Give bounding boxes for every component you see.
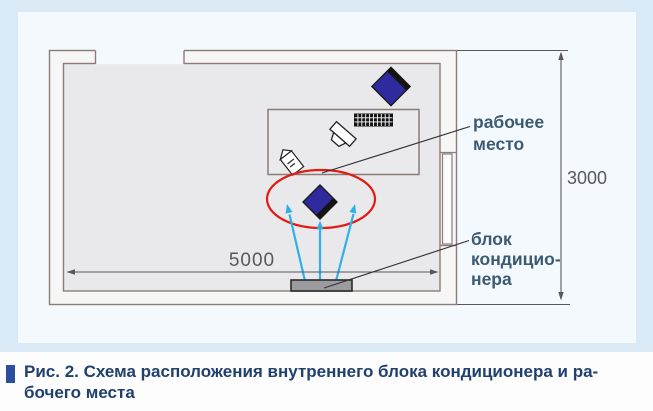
dimension-3000 [456, 49, 570, 306]
airflow-arrow-left [288, 214, 307, 282]
airflow-arrowhead-left-icon [285, 204, 293, 214]
figure-caption: Рис. 2. Схема расположения внутреннего б… [6, 362, 646, 403]
phone-icon [279, 149, 305, 177]
callout-line-ac-unit [323, 239, 470, 289]
caption-text: Рис. 2. Схема расположения внутреннего б… [24, 362, 598, 403]
workplace-label: рабочее место [473, 112, 544, 154]
ac-unit-label-line2: кондицио- [471, 249, 561, 269]
ac-unit-label: блок кондицио- нера [471, 229, 561, 289]
caption-line2: бочего места [24, 382, 135, 402]
workplace-label-line1: рабочее [473, 112, 544, 132]
caption-bullet-icon [6, 365, 15, 383]
door-leaf [441, 153, 453, 245]
ac-unit-block [290, 279, 353, 292]
callout-line-workplace [321, 125, 471, 174]
monitor-icon [328, 120, 358, 148]
room-inner-wall [62, 62, 441, 292]
ac-unit-label-line1: блок [471, 229, 512, 249]
floorplan-figure: 5000 3000 рабочее место блок кондицио- н… [0, 0, 653, 352]
airflow-arrowhead-middle-icon [316, 220, 324, 230]
ac-unit-label-line3: нера [471, 269, 512, 289]
dim-arrow-right-icon [430, 269, 439, 275]
keyboard-icon [354, 113, 393, 127]
airflow-arrowhead-right-icon [349, 204, 357, 214]
workplace-label-line2: место [473, 134, 524, 154]
dimension-label-5000: 5000 [229, 250, 275, 271]
dim-arrow-left-icon [66, 269, 75, 275]
dimension-label-3000: 3000 [567, 168, 607, 188]
wall-opening [95, 49, 184, 65]
dim-arrow-down-icon [558, 292, 564, 301]
chair-icon-workplace [302, 184, 338, 220]
dim-arrow-up-icon [558, 51, 564, 60]
airflow-arrow-right [334, 213, 355, 282]
caption-line1: Рис. 2. Схема расположения внутреннего б… [24, 362, 599, 381]
chair-icon-top [370, 66, 412, 107]
